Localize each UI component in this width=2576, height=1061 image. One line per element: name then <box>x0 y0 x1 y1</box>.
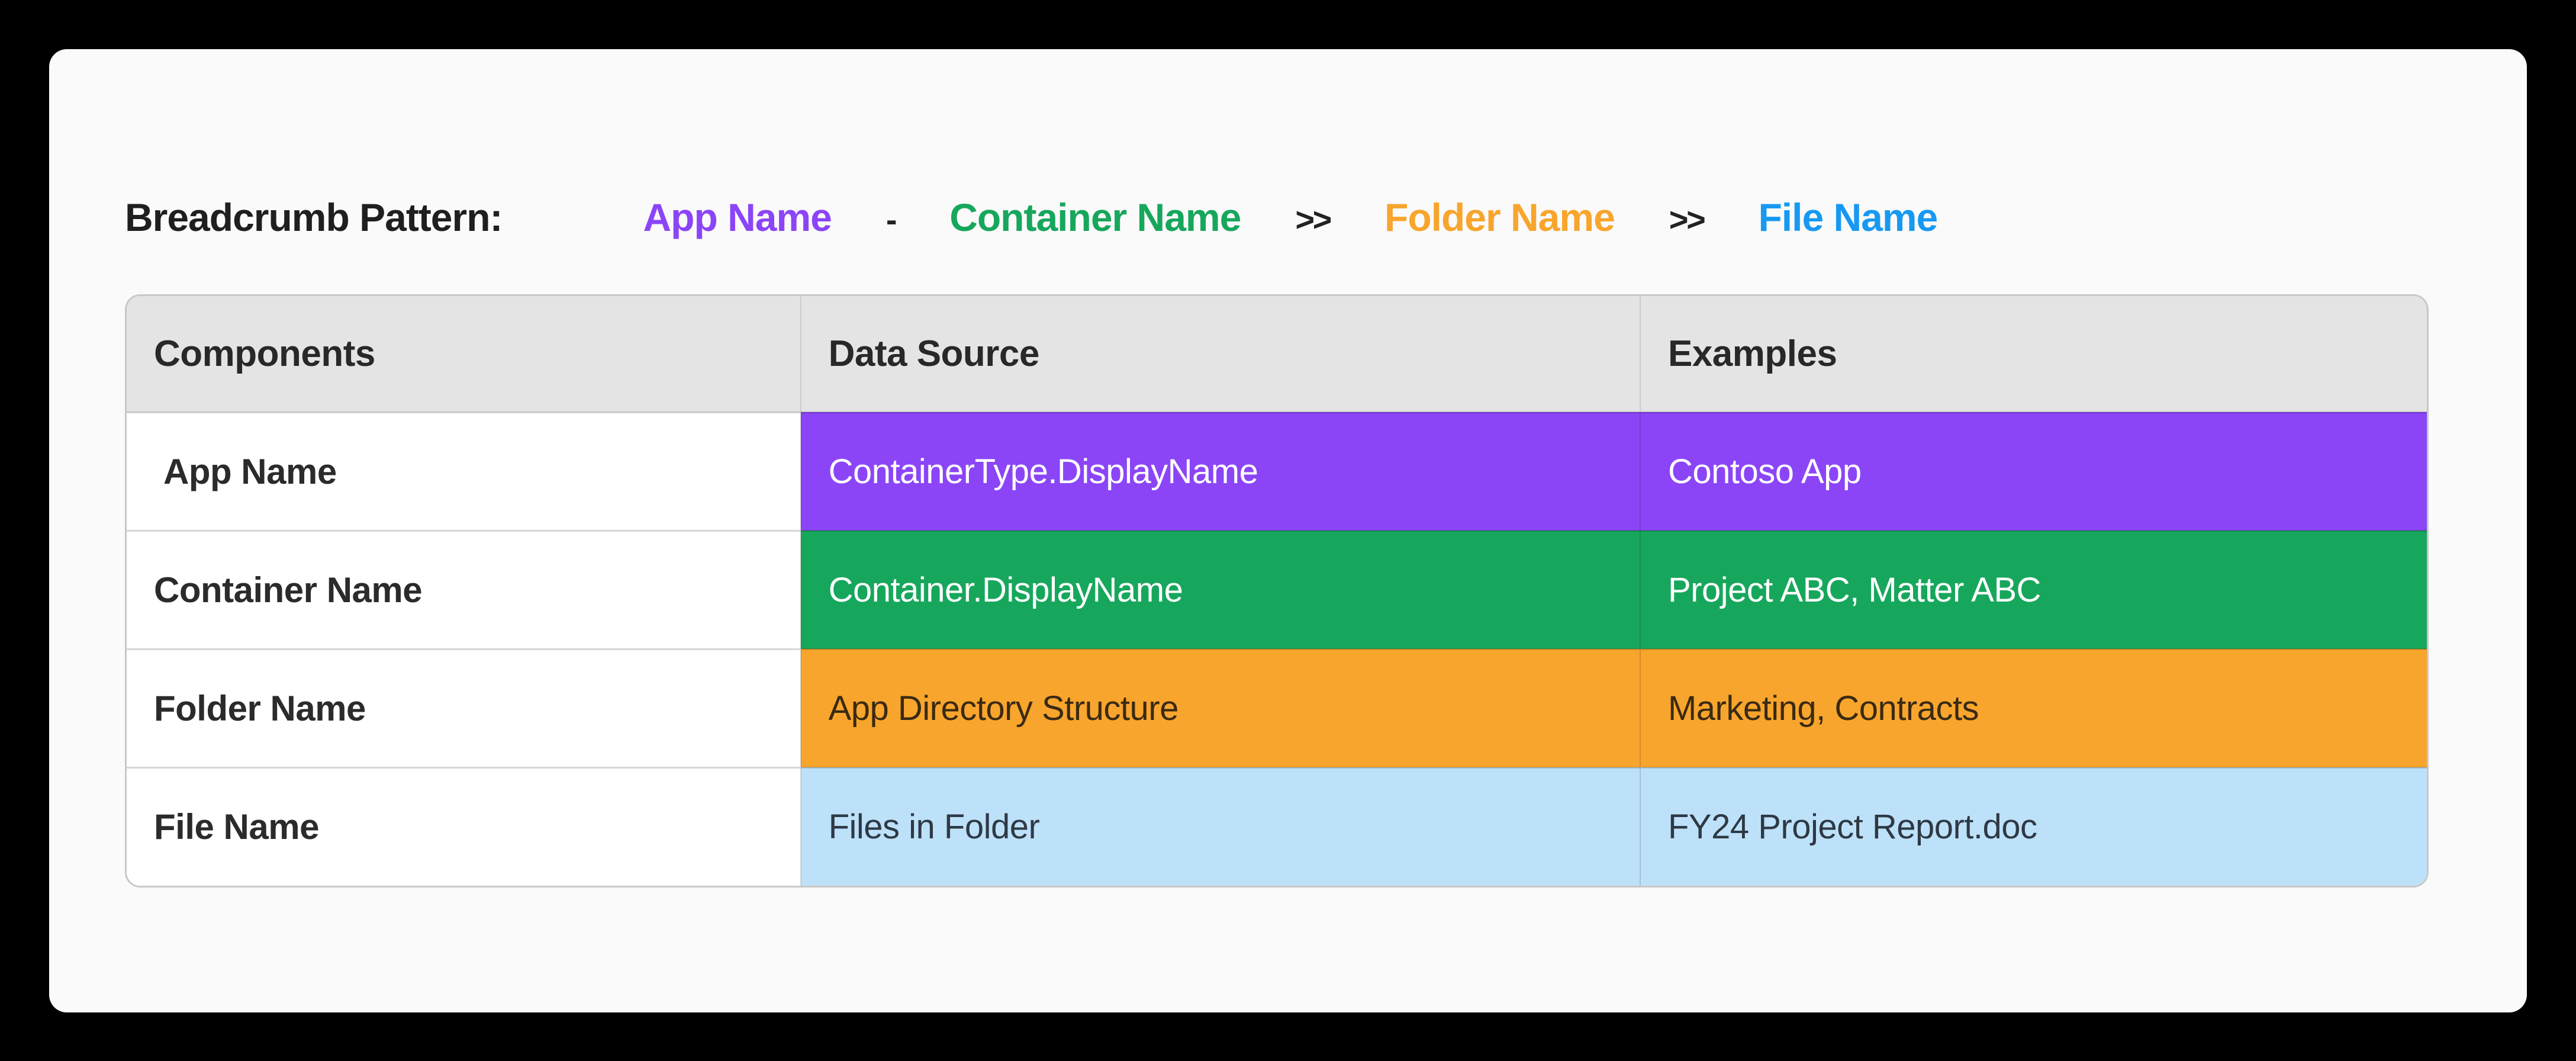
breadcrumb-item-folder-name: Folder Name <box>1384 195 1615 239</box>
breadcrumb-pattern-label: Breadcrumb Pattern: <box>125 195 503 239</box>
data-source-cell: App Directory Structure <box>800 648 1640 767</box>
data-source-cell: ContainerType.DisplayName <box>800 412 1640 530</box>
breadcrumb-separator: >> <box>1295 201 1332 238</box>
column-header-data-source: Data Source <box>800 296 1640 413</box>
component-cell: File Name <box>127 766 801 886</box>
example-cell: FY24 Project Report.doc <box>1639 766 2427 886</box>
breadcrumb-item-container-name: Container Name <box>949 195 1241 239</box>
example-cell: Project ABC, Matter ABC <box>1639 529 2427 649</box>
breadcrumb-item-app-name: App Name <box>643 195 832 239</box>
example-cell: Contoso App <box>1639 412 2427 530</box>
data-source-cell: Files in Folder <box>800 766 1640 886</box>
breadcrumb-items: App Name - Container Name >> Folder Name >> Fi… <box>643 195 1939 240</box>
breadcrumb-item-file-name: File Name <box>1758 195 1938 239</box>
column-header-examples: Examples <box>1639 296 2427 413</box>
component-cell: Container Name <box>127 529 801 649</box>
breadcrumb-separator: - <box>886 201 897 238</box>
component-cell: App Name <box>127 412 801 530</box>
column-header-components: Components <box>127 296 801 413</box>
breadcrumb-separator: >> <box>1669 201 1706 238</box>
data-source-cell: Container.DisplayName <box>800 529 1640 649</box>
content-card: Breadcrumb Pattern: App Name - Container N… <box>49 49 2527 1012</box>
example-cell: Marketing, Contracts <box>1639 648 2427 767</box>
breadcrumb: Breadcrumb Pattern: App Name - Container N… <box>125 195 2451 240</box>
component-cell: Folder Name <box>127 648 801 767</box>
